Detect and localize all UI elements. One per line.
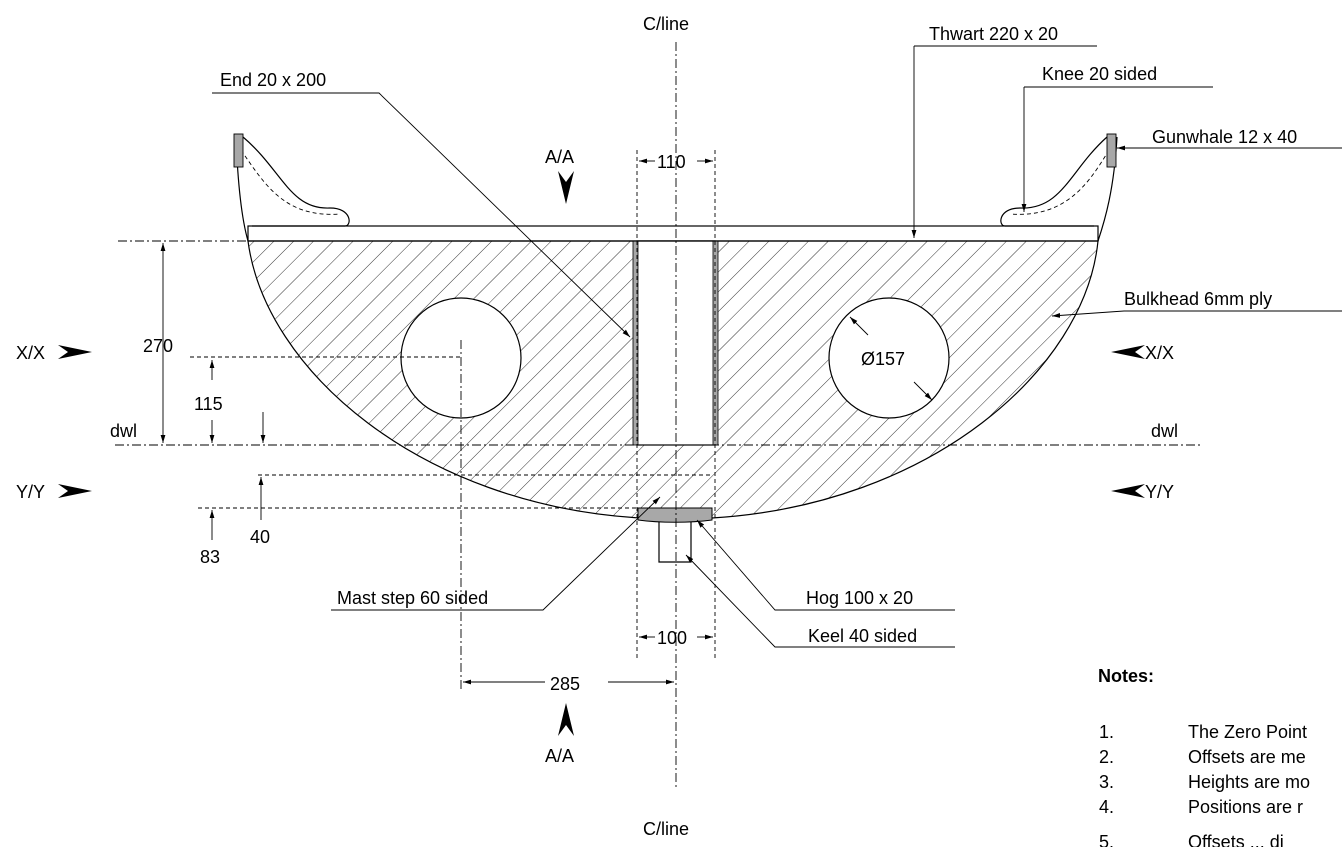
- yy-right-label: Y/Y: [1145, 482, 1174, 502]
- xx-left-label: X/X: [16, 343, 45, 363]
- hog: [637, 507, 713, 523]
- yy-left-label: Y/Y: [16, 482, 45, 502]
- xx-right-arrow: [1111, 345, 1145, 359]
- dwl-right-label: dwl: [1151, 421, 1178, 441]
- end-piece-right: [712, 240, 719, 446]
- note-4-text: Positions are r: [1188, 797, 1303, 817]
- cline-top-label: C/line: [643, 14, 689, 34]
- hog-and-keel: [637, 507, 713, 563]
- note-2-text: Offsets are me: [1188, 747, 1306, 767]
- dim-100: 100: [657, 628, 687, 648]
- bulkhead-label: Bulkhead 6mm ply: [1124, 289, 1272, 309]
- end-label: End 20 x 200: [220, 70, 326, 90]
- gunwhale-label: Gunwhale 12 x 40: [1152, 127, 1297, 147]
- note-4-number: 4.: [1099, 797, 1114, 817]
- xx-right-label: X/X: [1145, 343, 1174, 363]
- lightening-hole-right: [828, 297, 950, 419]
- xx-left-arrow: [58, 345, 92, 359]
- thwart: [247, 225, 1099, 242]
- knee-label: Knee 20 sided: [1042, 64, 1157, 84]
- note-1-number: 1.: [1099, 722, 1114, 742]
- keel: [658, 522, 692, 563]
- aa-bottom-arrow: [558, 703, 574, 736]
- notes-block: Notes: 1. The Zero Point 2. Offsets are …: [1098, 666, 1310, 847]
- dimension-lines: [160, 158, 933, 685]
- mast-step-label: Mast step 60 sided: [337, 588, 488, 608]
- lightening-hole-left: [400, 297, 522, 419]
- dim-40: 40: [250, 527, 270, 547]
- bulkhead-hatch: [248, 241, 1098, 518]
- construction-lines: [115, 42, 1200, 790]
- gunwhale-right: [1106, 133, 1117, 168]
- aa-top-arrow: [558, 171, 574, 204]
- knees: [233, 133, 1117, 227]
- leader-lines: [212, 45, 1342, 648]
- note-5-number: 5.: [1099, 832, 1114, 847]
- gunwhale-left: [233, 133, 244, 168]
- keel-label: Keel 40 sided: [808, 626, 917, 646]
- dim-285: 285: [550, 674, 580, 694]
- bulkhead-panel: [247, 240, 1099, 519]
- yy-right-arrow: [1111, 484, 1145, 498]
- dim-83: 83: [200, 547, 220, 567]
- dim-110: 110: [657, 152, 686, 172]
- note-5-text: Offsets ... di: [1188, 832, 1284, 847]
- yy-left-arrow: [58, 484, 92, 498]
- note-3-number: 3.: [1099, 772, 1114, 792]
- hog-label: Hog 100 x 20: [806, 588, 913, 608]
- note-3-text: Heights are mo: [1188, 772, 1310, 792]
- hole-diameter-label: Ø157: [861, 349, 905, 369]
- cline-bottom-label: C/line: [643, 819, 689, 839]
- note-1-text: The Zero Point: [1188, 722, 1307, 742]
- note-2-number: 2.: [1099, 747, 1114, 767]
- aa-top-label: A/A: [545, 147, 574, 167]
- section-arrows: [58, 171, 1145, 736]
- dim-115: 115: [194, 394, 223, 414]
- aa-bottom-label: A/A: [545, 746, 574, 766]
- knee-right: [1000, 136, 1108, 227]
- dwl-left-label: dwl: [110, 421, 137, 441]
- knee-left: [242, 136, 350, 227]
- notes-title: Notes:: [1098, 666, 1154, 686]
- dim-270: 270: [143, 336, 173, 356]
- thwart-label: Thwart 220 x 20: [929, 24, 1058, 44]
